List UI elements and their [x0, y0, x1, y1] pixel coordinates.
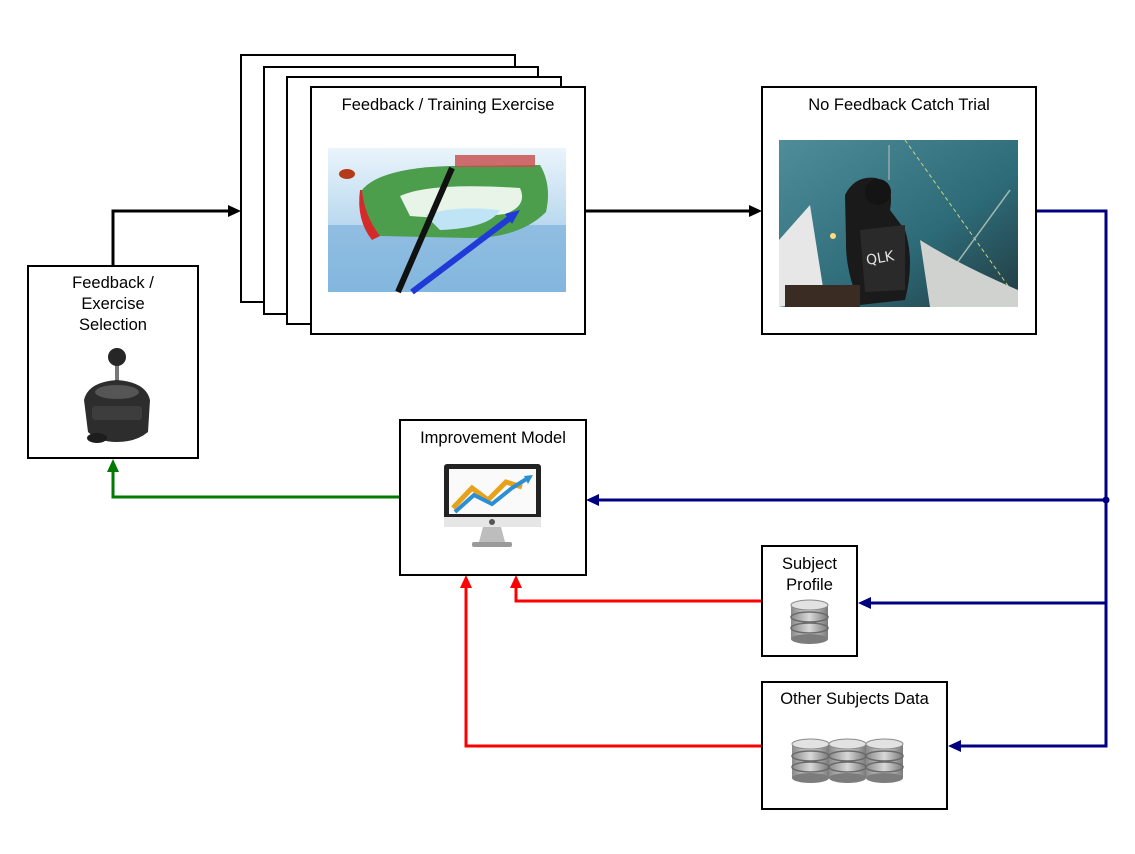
junction-dot	[1102, 496, 1110, 504]
arrow-model-to-selection	[111, 470, 400, 499]
svg-text:QLK: QLK	[865, 248, 896, 269]
arrowhead	[460, 575, 472, 588]
arrowhead	[228, 205, 241, 217]
others-title: Other Subjects Data	[780, 690, 929, 708]
sailor-photo-image: QLK	[779, 139, 1019, 307]
gear-shifter-icon	[84, 348, 150, 443]
arrowhead	[749, 205, 762, 217]
arrowhead	[948, 740, 961, 752]
arrowhead	[107, 459, 119, 472]
arrow-others-to-model	[464, 585, 762, 748]
model-title: Improvement Model	[420, 429, 566, 447]
profile-title: Subject Profile	[781, 555, 838, 594]
arrowhead	[510, 575, 522, 588]
monitor-chart-icon	[444, 464, 541, 547]
arrowhead	[858, 597, 871, 609]
arrow-selection-to-training	[111, 209, 232, 266]
arrowhead	[586, 494, 599, 506]
catch-trial-title: No Feedback Catch Trial	[808, 96, 990, 114]
sailing-visualization-image	[328, 148, 566, 295]
selection-title: Feedback / Exercise Selection	[72, 274, 154, 334]
database-stack-icon	[791, 738, 904, 783]
arrow-profile-to-model	[514, 585, 762, 603]
arrow-catch-to-bus	[960, 209, 1108, 748]
database-icon	[790, 599, 829, 644]
training-title: Feedback / Training Exercise	[341, 96, 555, 114]
